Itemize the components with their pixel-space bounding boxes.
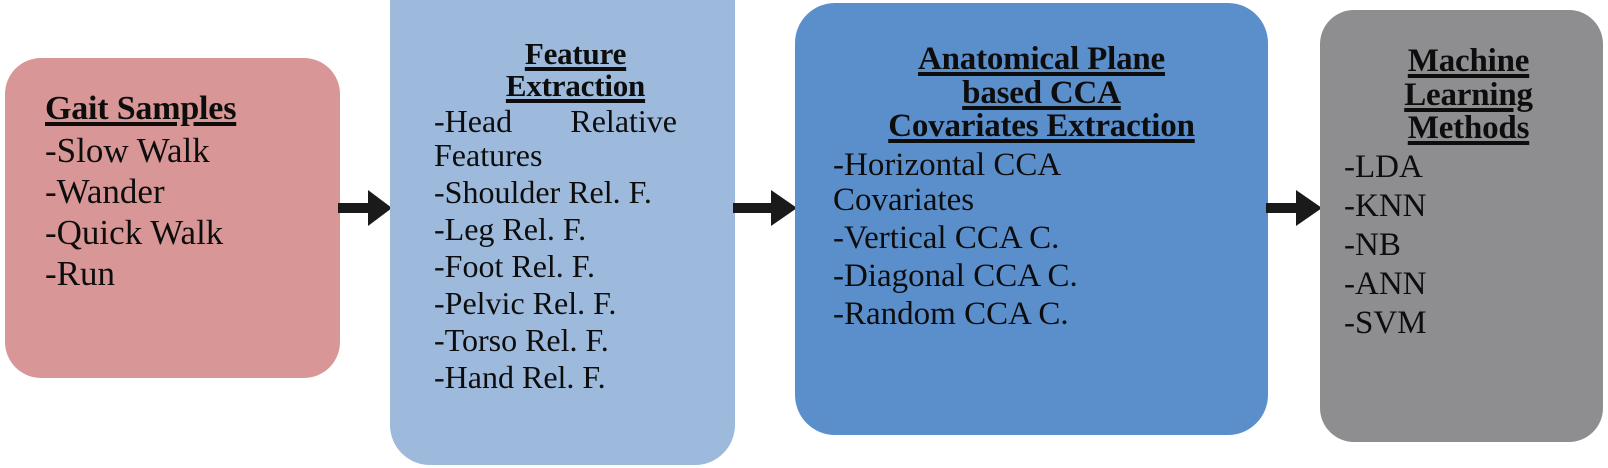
list-item: -Quick Walk [45,212,224,252]
list-item: -Random CCA C. [833,295,1069,332]
stage-item-list-gait-samples: -Slow Walk -Wander -Quick Walk -Run [45,132,340,292]
stage-box-ml-methods[interactable]: Machine Learning Methods -LDA -KNN -NB -… [1320,10,1603,442]
list-item: -NB [1344,226,1401,263]
stage-content-feature-extraction: Feature Extraction -Head Relative Featur… [390,0,735,397]
arrow-shaft-icon [338,203,372,213]
stage-item-list-cca-extraction: -Horizontal CCA Covariates -Vertical CCA… [833,146,1250,332]
list-item: -Diagonal CCA C. [833,257,1078,294]
stage-box-cca-extraction[interactable]: Anatomical Plane based CCA Covariates Ex… [795,3,1268,435]
stage-box-feature-extraction[interactable]: Feature Extraction -Head Relative Featur… [390,0,735,465]
arrow-shaft-icon [1266,203,1300,213]
arrow-cca-to-ml [1266,182,1322,234]
stage-item-list-ml-methods: -LDA -KNN -NB -ANN -SVM [1344,148,1593,341]
stage-content-gait-samples: Gait Samples -Slow Walk -Wander -Quick W… [5,58,340,296]
stage-title-line: Extraction [505,67,646,103]
list-item: -Horizontal CCA Covariates [833,146,1060,218]
stage-box-gait-samples[interactable]: Gait Samples -Slow Walk -Wander -Quick W… [5,58,340,378]
list-item: -KNN [1344,187,1427,224]
stage-title-line: Feature [524,36,627,71]
arrow-gait-to-feature [338,182,392,234]
list-item: -Run [45,253,115,293]
arrow-head-icon [368,190,392,226]
stage-content-cca-extraction: Anatomical Plane based CCA Covariates Ex… [795,3,1268,335]
list-item: -Slow Walk [45,130,210,170]
stage-item-list-feature-extraction: -Head Relative Features -Shoulder Rel. F… [434,103,717,395]
list-item: -Hand Rel. F. [434,358,606,395]
list-item: -Pelvic Rel. F. [434,284,617,321]
stage-title-line: Methods [1407,110,1530,147]
list-item: -LDA [1344,148,1423,185]
arrow-shaft-icon [733,203,775,213]
list-item: -Foot Rel. F. [434,247,596,284]
arrow-head-icon [771,190,797,226]
list-item: -Head Relative Features [434,103,677,174]
arrow-feature-to-cca [733,182,797,234]
stage-title-line: Covariates Extraction [888,108,1195,145]
list-item: -Shoulder Rel. F. [434,174,652,211]
list-item: -Torso Rel. F. [434,321,609,358]
stage-title-line: based CCA [962,74,1121,111]
stage-title-gait-samples: Gait Samples [45,90,237,127]
stage-content-ml-methods: Machine Learning Methods -LDA -KNN -NB -… [1320,10,1603,345]
stage-title-line: Machine [1407,43,1530,79]
list-item: -Leg Rel. F. [434,210,587,247]
list-item: -SVM [1344,304,1427,341]
stage-title-feature-extraction: Feature Extraction [434,38,717,101]
stage-title-ml-methods: Machine Learning Methods [1344,43,1593,147]
list-item: -ANN [1344,265,1427,302]
list-item: -Wander [45,171,165,211]
stage-title-cca-extraction: Anatomical Plane based CCA Covariates Ex… [833,41,1250,145]
list-item: -Vertical CCA C. [833,219,1060,256]
arrow-head-icon [1296,190,1322,226]
stage-title-line: Learning [1404,76,1533,113]
stage-title-line: Anatomical Plane [917,41,1166,77]
